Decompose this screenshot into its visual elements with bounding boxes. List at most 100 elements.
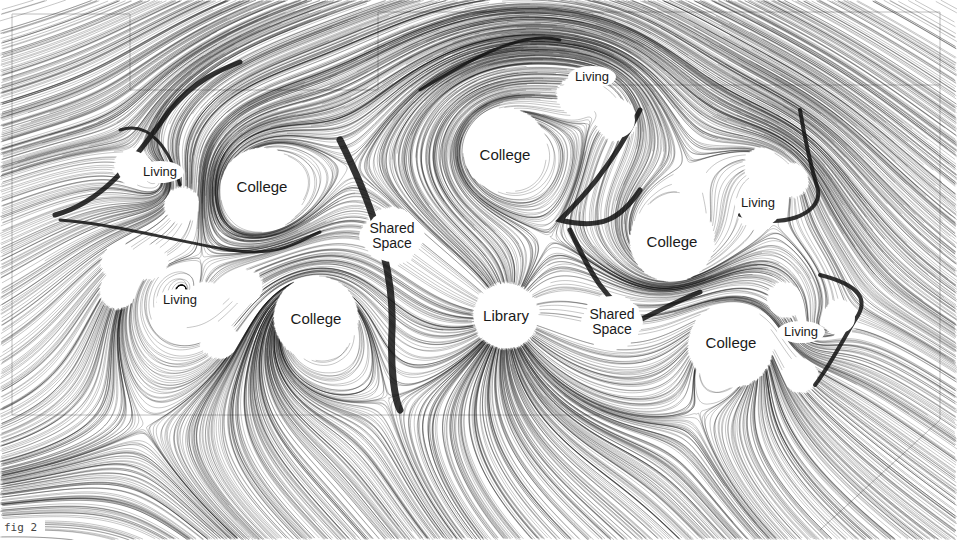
streamline: [1, 294, 100, 403]
streamline: [0, 473, 217, 539]
streamline: [1, 1, 98, 34]
streamline: [0, 0, 97, 33]
streamline: [0, 307, 112, 446]
streamline: [462, 105, 567, 211]
streamline: [1, 309, 112, 446]
streamline: [215, 144, 333, 235]
streamline: [303, 22, 713, 105]
streamline: [0, 0, 203, 88]
streamline: [560, 152, 835, 336]
streamline: [528, 342, 691, 398]
streamline: [1, 282, 102, 387]
streamline: [539, 309, 584, 313]
streamline: [177, 1, 414, 159]
streamline: [0, 0, 203, 88]
streamline: [277, 335, 443, 537]
streamline: [539, 315, 583, 322]
streamline: [2, 1, 131, 49]
streamline: [2, 269, 101, 361]
streamline: [135, 280, 208, 367]
streamline: [1, 1, 181, 76]
streamline: [1, 309, 139, 476]
streamline: [537, 302, 588, 305]
streamline: [1, 209, 165, 314]
streamline: [2, 308, 114, 451]
streamline: [564, 395, 756, 539]
streamline: [446, 58, 640, 264]
streamline: [2, 249, 107, 329]
streamline: [0, 451, 232, 540]
streamline: [246, 0, 488, 88]
streamline: [2, 305, 104, 424]
streamline: [439, 57, 641, 262]
streamline: [397, 60, 643, 249]
streamline: [459, 99, 575, 217]
streamline: [270, 326, 406, 538]
streamline: [0, 499, 188, 539]
streamline: [535, 52, 650, 255]
streamline: [598, 406, 775, 539]
streamline: [140, 279, 203, 356]
streamline: [7, 0, 250, 115]
streamline: [1, 310, 131, 474]
streamline: [1, 299, 101, 410]
streamline: [1, 273, 103, 373]
streamline: [582, 400, 769, 538]
streamline: [2, 0, 34, 9]
streamline: [570, 130, 799, 288]
streamline: [527, 372, 717, 539]
streamline: [715, 388, 785, 540]
streamline: [133, 279, 208, 366]
streamline: [278, 336, 447, 539]
streamline: [2, 201, 165, 289]
streamline: [0, 482, 207, 539]
streamline: [1, 1, 160, 64]
streamline: [275, 332, 433, 540]
streamline: [2, 311, 117, 461]
streamline: [531, 383, 708, 539]
streamline: [279, 339, 453, 538]
streamline: [45, 433, 237, 539]
streamline: [2, 1, 45, 14]
streamline: [156, 224, 178, 245]
streamline: [444, 90, 556, 226]
streamline: [601, 410, 770, 539]
streamline: [0, 496, 190, 539]
streamline: [1, 1, 109, 39]
streamline: [1, 0, 47, 14]
streamline: [168, 258, 201, 282]
streamline: [535, 377, 732, 539]
streamline: [279, 339, 456, 538]
streamline: [1, 257, 101, 339]
streamline: [539, 305, 587, 309]
streamline: [547, 384, 747, 539]
streamline: [274, 345, 427, 538]
streamline: [457, 104, 581, 226]
streamline: [421, 230, 485, 289]
streamline: [1, 310, 126, 473]
streamline: [49, 1, 301, 135]
streamline: [567, 129, 800, 290]
streamline: [278, 338, 450, 540]
streamline: [1, 311, 117, 464]
streamline: [2, 298, 101, 410]
streamline: [2, 305, 107, 430]
streamline: [553, 379, 769, 539]
streamline: [0, 1, 91, 32]
streamline: [552, 10, 915, 257]
streamline: [538, 385, 724, 539]
streamline: [432, 55, 646, 257]
streamline: [25, 1, 325, 158]
streamline: [254, 332, 351, 539]
streamline: [268, 322, 400, 539]
streamline: [288, 371, 452, 540]
streamline: [440, 86, 557, 259]
streamline: [1, 1, 120, 44]
streamline: [446, 92, 555, 232]
streamline: [532, 284, 607, 295]
streamline: [218, 303, 238, 321]
streamline: [3, 308, 133, 474]
streamline: [0, 308, 113, 451]
streamline: [719, 385, 787, 539]
